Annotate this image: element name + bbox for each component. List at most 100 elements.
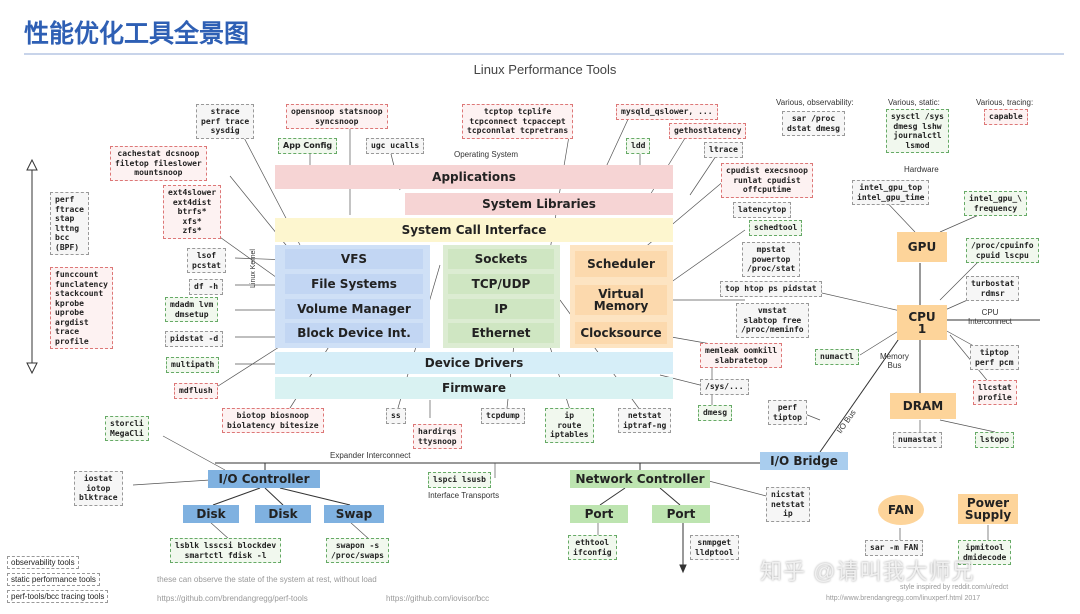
firmware-layer: Firmware xyxy=(275,377,673,399)
clocksource-layer: Clocksource xyxy=(575,322,667,344)
tool-storcli: storcli MegaCli xyxy=(105,416,149,441)
tool-cpuinfo: /proc/cpuinfo cpuid lscpu xyxy=(966,238,1039,263)
tool-schedtool: schedtool xyxy=(749,220,803,236)
tool-vmstat: vmstat slabtop free /proc/meminfo xyxy=(736,303,809,338)
footer-credit-url[interactable]: http://www.brendangregg.com/linuxperf.ht… xyxy=(826,595,981,602)
tool-intel-gpu-top: intel_gpu_top intel_gpu_time xyxy=(852,180,930,205)
tool-mpstat: mpstat powertop /proc/stat xyxy=(742,242,801,277)
linux-kernel-label: Linux Kernel xyxy=(250,249,257,288)
tool-gethostlatency: gethostlatency xyxy=(669,123,747,139)
tool-multipath: multipath xyxy=(166,357,220,373)
footer-credit-style: style inspired by reddit.com/u/redct xyxy=(900,584,1009,591)
tool-sys: /sys/... xyxy=(700,379,749,395)
diagram-title: Linux Performance Tools xyxy=(473,62,617,77)
disk-box-1: Disk xyxy=(183,505,239,523)
cpu-interconnect-label: CPU Interconnect xyxy=(968,308,1013,326)
tool-cpudist: cpudist execsnoop runlat cpudist offcput… xyxy=(721,163,813,198)
tool-perf-tiptop: perf tiptop xyxy=(768,400,807,425)
system-call-interface-layer: System Call Interface xyxy=(275,218,673,242)
tool-iostat: iostat iotop blktrace xyxy=(74,471,123,506)
tool-numactl: numactl xyxy=(815,349,859,365)
swap-box: Swap xyxy=(324,505,384,523)
tool-mysqld: mysqld_qslower, ... xyxy=(616,104,718,120)
volume-manager-layer: Volume Manager xyxy=(285,299,423,319)
tool-lsof: lsof pcstat xyxy=(187,248,226,273)
tool-intel-gpu-freq: intel_gpu_\ frequency xyxy=(964,191,1027,216)
ip-layer: IP xyxy=(448,299,554,319)
tool-app-config: App Config xyxy=(278,138,338,154)
gpu-box: GPU xyxy=(897,232,947,262)
disk-box-2: Disk xyxy=(255,505,311,523)
footer-note: these can observe the state of the syste… xyxy=(157,575,377,584)
cpu-box: CPU 1 xyxy=(897,305,947,340)
tool-ldd: ldd xyxy=(626,138,651,154)
tool-funccount: funccount funclatency stackcount kprobe … xyxy=(50,267,113,349)
tool-mdflush: mdflush xyxy=(174,383,218,399)
device-drivers-layer: Device Drivers xyxy=(275,352,673,374)
ethernet-layer: Ethernet xyxy=(448,323,554,343)
tool-lspci: lspci lsusb xyxy=(428,472,491,488)
legend-observability: observability tools xyxy=(7,556,79,569)
tool-latencytop: latencytop xyxy=(733,202,792,218)
tool-sar-proc: sar /proc dstat dmesg xyxy=(782,111,845,136)
tool-pidstat-d: pidstat -d xyxy=(165,331,224,347)
memory-bus-label: Memory Bus xyxy=(880,352,909,370)
tool-strace: strace perf trace sysdig xyxy=(196,104,255,139)
tracing-header: Various, tracing: xyxy=(976,98,1034,107)
tool-df: df -h xyxy=(189,279,224,295)
scheduler-layer: Scheduler xyxy=(575,251,667,277)
system-libraries-layer: System Libraries xyxy=(405,193,673,215)
tool-mdadm: mdadm lvm dmsetup xyxy=(165,297,219,322)
slide-title: 性能优化工具全景图 xyxy=(24,20,250,48)
tool-dmesg: dmesg xyxy=(698,405,733,421)
io-bridge-box: I/O Bridge xyxy=(760,452,848,470)
tool-memleak: memleak oomkill slabratetop xyxy=(700,343,783,368)
tool-cachestat: cachestat dcsnoop filetop fileslower mou… xyxy=(110,146,207,181)
port-box-2: Port xyxy=(652,505,710,523)
tool-nicstat: nicstat netstat ip xyxy=(766,487,810,522)
hardware-label: Hardware xyxy=(904,165,939,174)
expander-interconnect-label: Expander Interconnect xyxy=(330,451,411,460)
tool-biotop: biotop biosnoop biolatency bitesize xyxy=(222,408,324,433)
tool-tcpdump: tcpdump xyxy=(481,408,525,424)
tool-top: top htop ps pidstat xyxy=(720,281,822,297)
footer-link-perf-tools[interactable]: https://github.com/brendangregg/perf-too… xyxy=(157,594,308,603)
tool-ipmitool: ipmitool dmidecode xyxy=(958,540,1012,565)
tool-numastat: numastat xyxy=(893,432,942,448)
legend-static: static performance tools xyxy=(7,573,100,586)
tool-ext4slower: ext4slower ext4dist btrfs* xfs* zfs* xyxy=(163,185,222,239)
tool-llcstat: llcstat profile xyxy=(973,380,1017,405)
tool-tcptop: tcptop tcplife tcpconnect tcpaccept tcpc… xyxy=(462,104,574,139)
tool-sar-fan: sar -m FAN xyxy=(865,540,924,556)
tool-ss: ss xyxy=(386,408,406,424)
tcp-udp-layer: TCP/UDP xyxy=(448,274,554,294)
applications-layer: Applications xyxy=(275,165,673,189)
tool-lstopo: lstopo xyxy=(975,432,1014,448)
footer-link-bcc[interactable]: https://github.com/iovisor/bcc xyxy=(386,594,490,603)
tool-ip-route: ip route iptables xyxy=(545,408,594,443)
tool-capable: capable xyxy=(984,109,1028,125)
title-divider xyxy=(24,53,1064,55)
tool-ltrace: ltrace xyxy=(704,142,743,158)
static-header: Various, static: xyxy=(888,98,940,107)
tool-netstat: netstat iptraf-ng xyxy=(618,408,672,433)
block-device-layer: Block Device Int. xyxy=(285,323,423,343)
fan-box: FAN xyxy=(878,495,924,525)
virtual-memory-layer: Virtual Memory xyxy=(575,285,667,315)
legend-tracing: perf-tools/bcc tracing tools xyxy=(7,590,109,603)
io-controller-box: I/O Controller xyxy=(208,470,320,488)
tool-ugc: ugc ucalls xyxy=(366,138,425,154)
tool-turbostat: turbostat rdmsr xyxy=(966,276,1020,301)
tool-snmpget: snmpget lldptool xyxy=(690,535,739,560)
dram-box: DRAM xyxy=(890,393,956,419)
network-controller-box: Network Controller xyxy=(570,470,710,488)
watermark: 知乎 @请叫我大师兄 xyxy=(760,559,975,584)
file-systems-layer: File Systems xyxy=(285,274,423,294)
operating-system-label: Operating System xyxy=(454,150,519,159)
power-supply-box: Power Supply xyxy=(958,494,1018,524)
tool-sysctl: sysctl /sys dmesg lshw journalctl lsmod xyxy=(886,109,949,153)
vfs-layer: VFS xyxy=(285,249,423,269)
tool-tiptop: tiptop perf pcm xyxy=(970,345,1019,370)
tool-hardirqs: hardirqs ttysnoop xyxy=(413,424,462,449)
interface-transports-label: Interface Transports xyxy=(428,491,500,500)
